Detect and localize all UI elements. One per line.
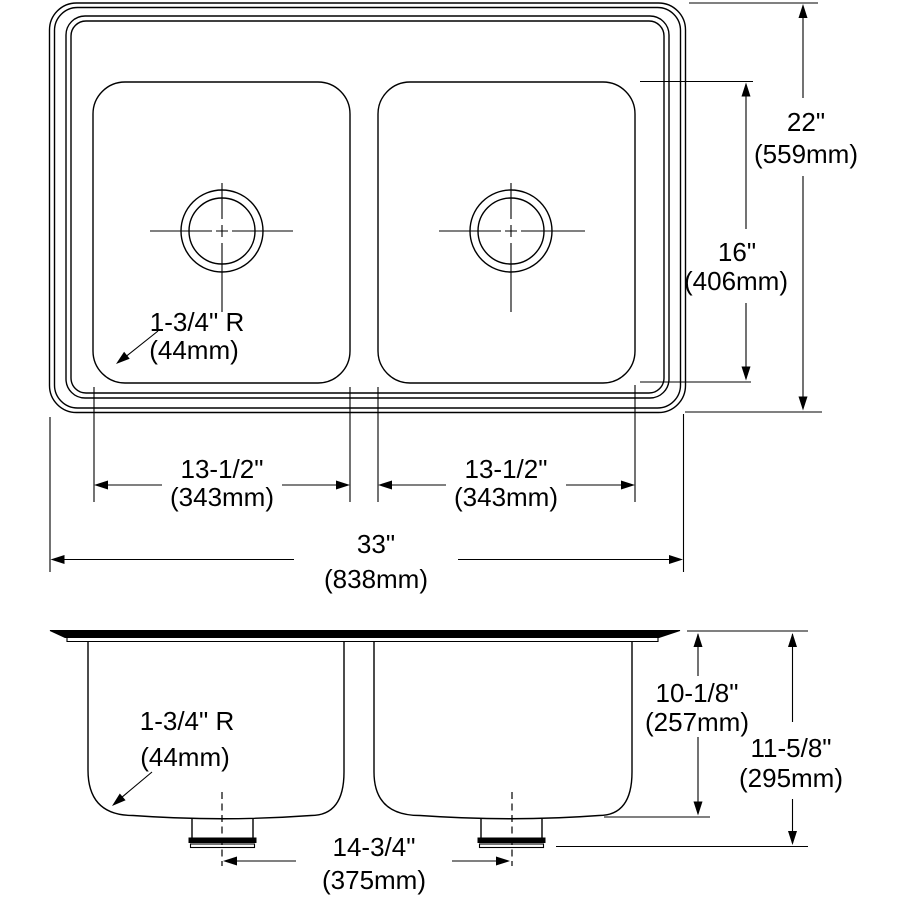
top-view-dimensions: 13-1/2" (343mm) 13-1/2" (343mm) 33" (838… bbox=[49, 2, 858, 594]
left-drain-fitting bbox=[188, 792, 257, 866]
top-radius-callout: 1-3/4" R (44mm) bbox=[116, 307, 244, 365]
dimension-right-bowl-width: 13-1/2" (343mm) bbox=[378, 454, 635, 512]
radius-label: 1-3/4" R bbox=[150, 307, 245, 337]
dimension-text-in: 33" bbox=[357, 529, 395, 559]
dimension-text-in: 22" bbox=[787, 107, 825, 137]
arrowhead-right bbox=[336, 480, 350, 490]
dimension-text-mm: (295mm) bbox=[739, 763, 843, 793]
arrowhead-up bbox=[788, 633, 797, 647]
drain-body bbox=[480, 819, 543, 838]
dimension-text-in: 13-1/2" bbox=[465, 454, 548, 484]
arrowhead-up bbox=[798, 4, 808, 18]
radius-label-mm: (44mm) bbox=[149, 335, 239, 365]
arrowhead-left bbox=[378, 480, 392, 490]
height-extension-lines bbox=[556, 630, 808, 848]
arrowhead-right bbox=[669, 555, 683, 564]
overall-depth-extension-lines bbox=[685, 2, 822, 413]
dimension-bowl-height: 10-1/8" (257mm) bbox=[645, 633, 749, 816]
arrowhead-left bbox=[94, 480, 108, 490]
front-radius-callout: 1-3/4" R (44mm) bbox=[112, 706, 234, 806]
bowl-width-extension-lines bbox=[93, 385, 636, 502]
dimension-text-mm: (838mm) bbox=[324, 564, 428, 594]
countertop-rim-bar bbox=[49, 630, 681, 638]
arrowhead-right bbox=[496, 856, 510, 866]
radius-label: 1-3/4" R bbox=[140, 706, 235, 736]
arrowhead-down bbox=[798, 396, 808, 411]
dimension-overall-width: 33" (838mm) bbox=[50, 529, 683, 594]
arrowhead-down bbox=[741, 366, 751, 381]
dimension-text-mm: (343mm) bbox=[170, 482, 274, 512]
dimension-text-mm: (406mm) bbox=[684, 266, 788, 296]
left-bowl-outline bbox=[92, 81, 351, 384]
rim-inner-edge bbox=[65, 15, 670, 399]
rim-outer-edge-inner bbox=[53, 6, 682, 409]
arrowhead-up bbox=[693, 633, 703, 647]
rim-underside-line bbox=[66, 637, 659, 643]
leader-arrowhead bbox=[116, 351, 130, 364]
front-view: 1-3/4" R (44mm) bbox=[49, 630, 681, 866]
dimension-text-mm: (257mm) bbox=[645, 707, 749, 737]
dimension-overall-depth: 22" (559mm) bbox=[754, 4, 858, 411]
right-drain bbox=[439, 183, 585, 312]
dimension-text-mm: (343mm) bbox=[454, 482, 558, 512]
rim-outer-edge bbox=[48, 2, 687, 414]
bowl-depth-extension-lines bbox=[640, 80, 753, 383]
arrowhead-up bbox=[741, 82, 751, 97]
right-bowl-profile bbox=[373, 641, 633, 820]
arrowhead-down bbox=[693, 801, 703, 816]
dimension-overall-height: 11-5/8" (295mm) bbox=[739, 633, 843, 845]
top-view: 1-3/4" R (44mm) bbox=[48, 2, 687, 414]
right-bowl-outline bbox=[377, 81, 636, 384]
arrowhead-left bbox=[50, 555, 65, 564]
overall-width-extension-lines bbox=[49, 414, 685, 572]
dimension-text-mm: (375mm) bbox=[322, 865, 426, 895]
right-drain-fitting bbox=[477, 792, 546, 866]
drain-body bbox=[191, 819, 254, 838]
dimension-bowl-depth: 16" (406mm) bbox=[684, 82, 788, 381]
left-drain bbox=[150, 183, 293, 312]
dimension-text-mm: (559mm) bbox=[754, 139, 858, 169]
arrowhead-down bbox=[788, 831, 797, 845]
dimension-text-in: 11-5/8" bbox=[750, 733, 831, 763]
arrowhead-right bbox=[621, 480, 635, 490]
dimension-text-in: 13-1/2" bbox=[181, 454, 264, 484]
dimension-left-bowl-width: 13-1/2" (343mm) bbox=[94, 454, 350, 512]
dimension-text-in: 16" bbox=[718, 237, 756, 267]
arrowhead-left bbox=[223, 856, 237, 866]
rim-inner-edge-inner bbox=[70, 20, 665, 394]
dimension-text-in: 14-3/4" bbox=[333, 832, 416, 862]
dimension-drain-spacing: 14-3/4" (375mm) bbox=[223, 832, 510, 895]
radius-label-mm: (44mm) bbox=[140, 742, 230, 772]
leader-arrowhead bbox=[112, 793, 126, 806]
front-view-dimensions: 14-3/4" (375mm) 10-1/8" (257mm) 11-5/8" … bbox=[223, 630, 843, 895]
dimension-text-in: 10-1/8" bbox=[656, 678, 739, 708]
left-bowl-profile bbox=[87, 641, 345, 820]
